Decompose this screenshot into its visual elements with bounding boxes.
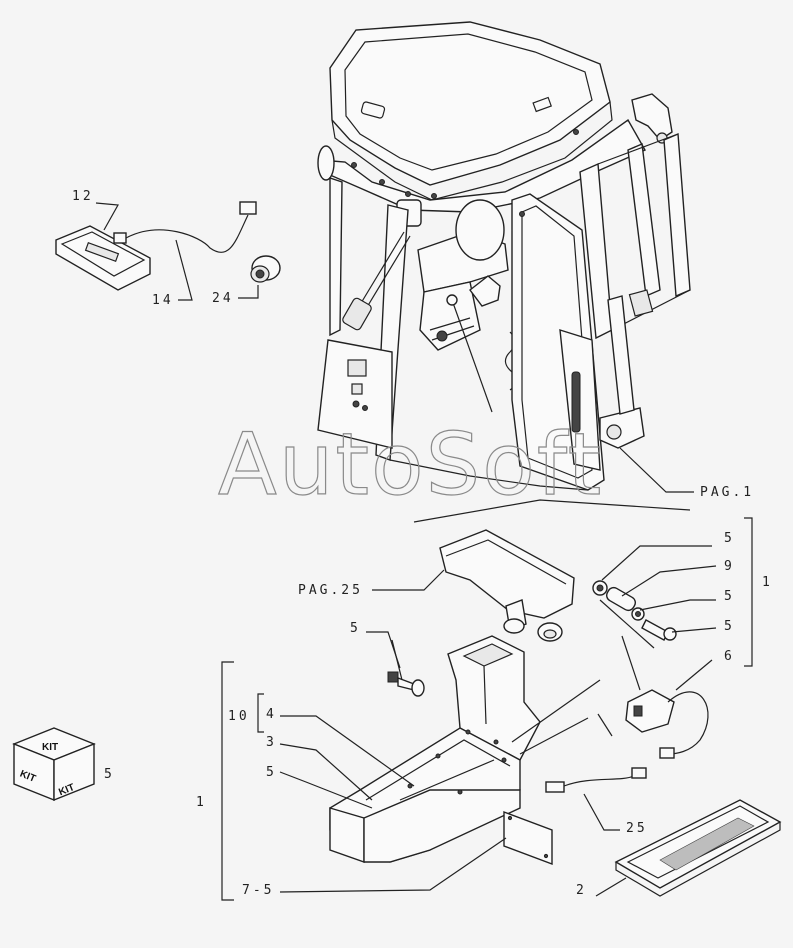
cab-assembly: [317, 21, 691, 491]
callout-14: 14: [152, 293, 174, 308]
hardware-parts: [592, 580, 677, 641]
callout-5-left: 5: [266, 765, 277, 780]
floor-mat-part: [614, 799, 782, 897]
callout-10-left: 10: [228, 709, 250, 724]
callout-25: 25: [626, 821, 648, 836]
kit-number: 5: [104, 767, 115, 782]
kit-label-top: KIT: [42, 742, 58, 753]
callout-5-right-c: 5: [724, 619, 735, 634]
callout-7-5-left: 7-5: [242, 883, 274, 898]
dome-lamp-part: [55, 201, 257, 291]
callout-3-left: 3: [266, 735, 277, 750]
callout-1-left: 1: [196, 795, 207, 810]
console-housing-part: [329, 635, 541, 863]
callout-5-right-a: 5: [724, 531, 735, 546]
callout-2: 2: [576, 883, 587, 898]
callout-5-top: 5: [350, 621, 361, 636]
callout-1-right: 1: [762, 575, 773, 590]
callout-12: 12: [72, 189, 94, 204]
duct-bracket-part: [439, 529, 575, 642]
grommet-part: [250, 255, 281, 283]
kit-cube-icon: KIT KIT KIT: [12, 727, 96, 802]
callout-5-right-b: 5: [724, 589, 735, 604]
callout-pag25: PAG.25: [298, 583, 363, 598]
wire-harness-part: [545, 767, 647, 793]
cover-plate-part: [503, 810, 553, 866]
callout-9-right: 9: [724, 559, 735, 574]
watermark-text: AutoSoft: [218, 415, 603, 515]
bolt-part: [387, 671, 425, 697]
relay-module-part: [625, 689, 709, 759]
callout-pag1: PAG.1: [700, 485, 754, 500]
callout-24: 24: [212, 291, 234, 306]
callout-4-left: 4: [266, 707, 277, 722]
callout-6-right: 6: [724, 649, 735, 664]
